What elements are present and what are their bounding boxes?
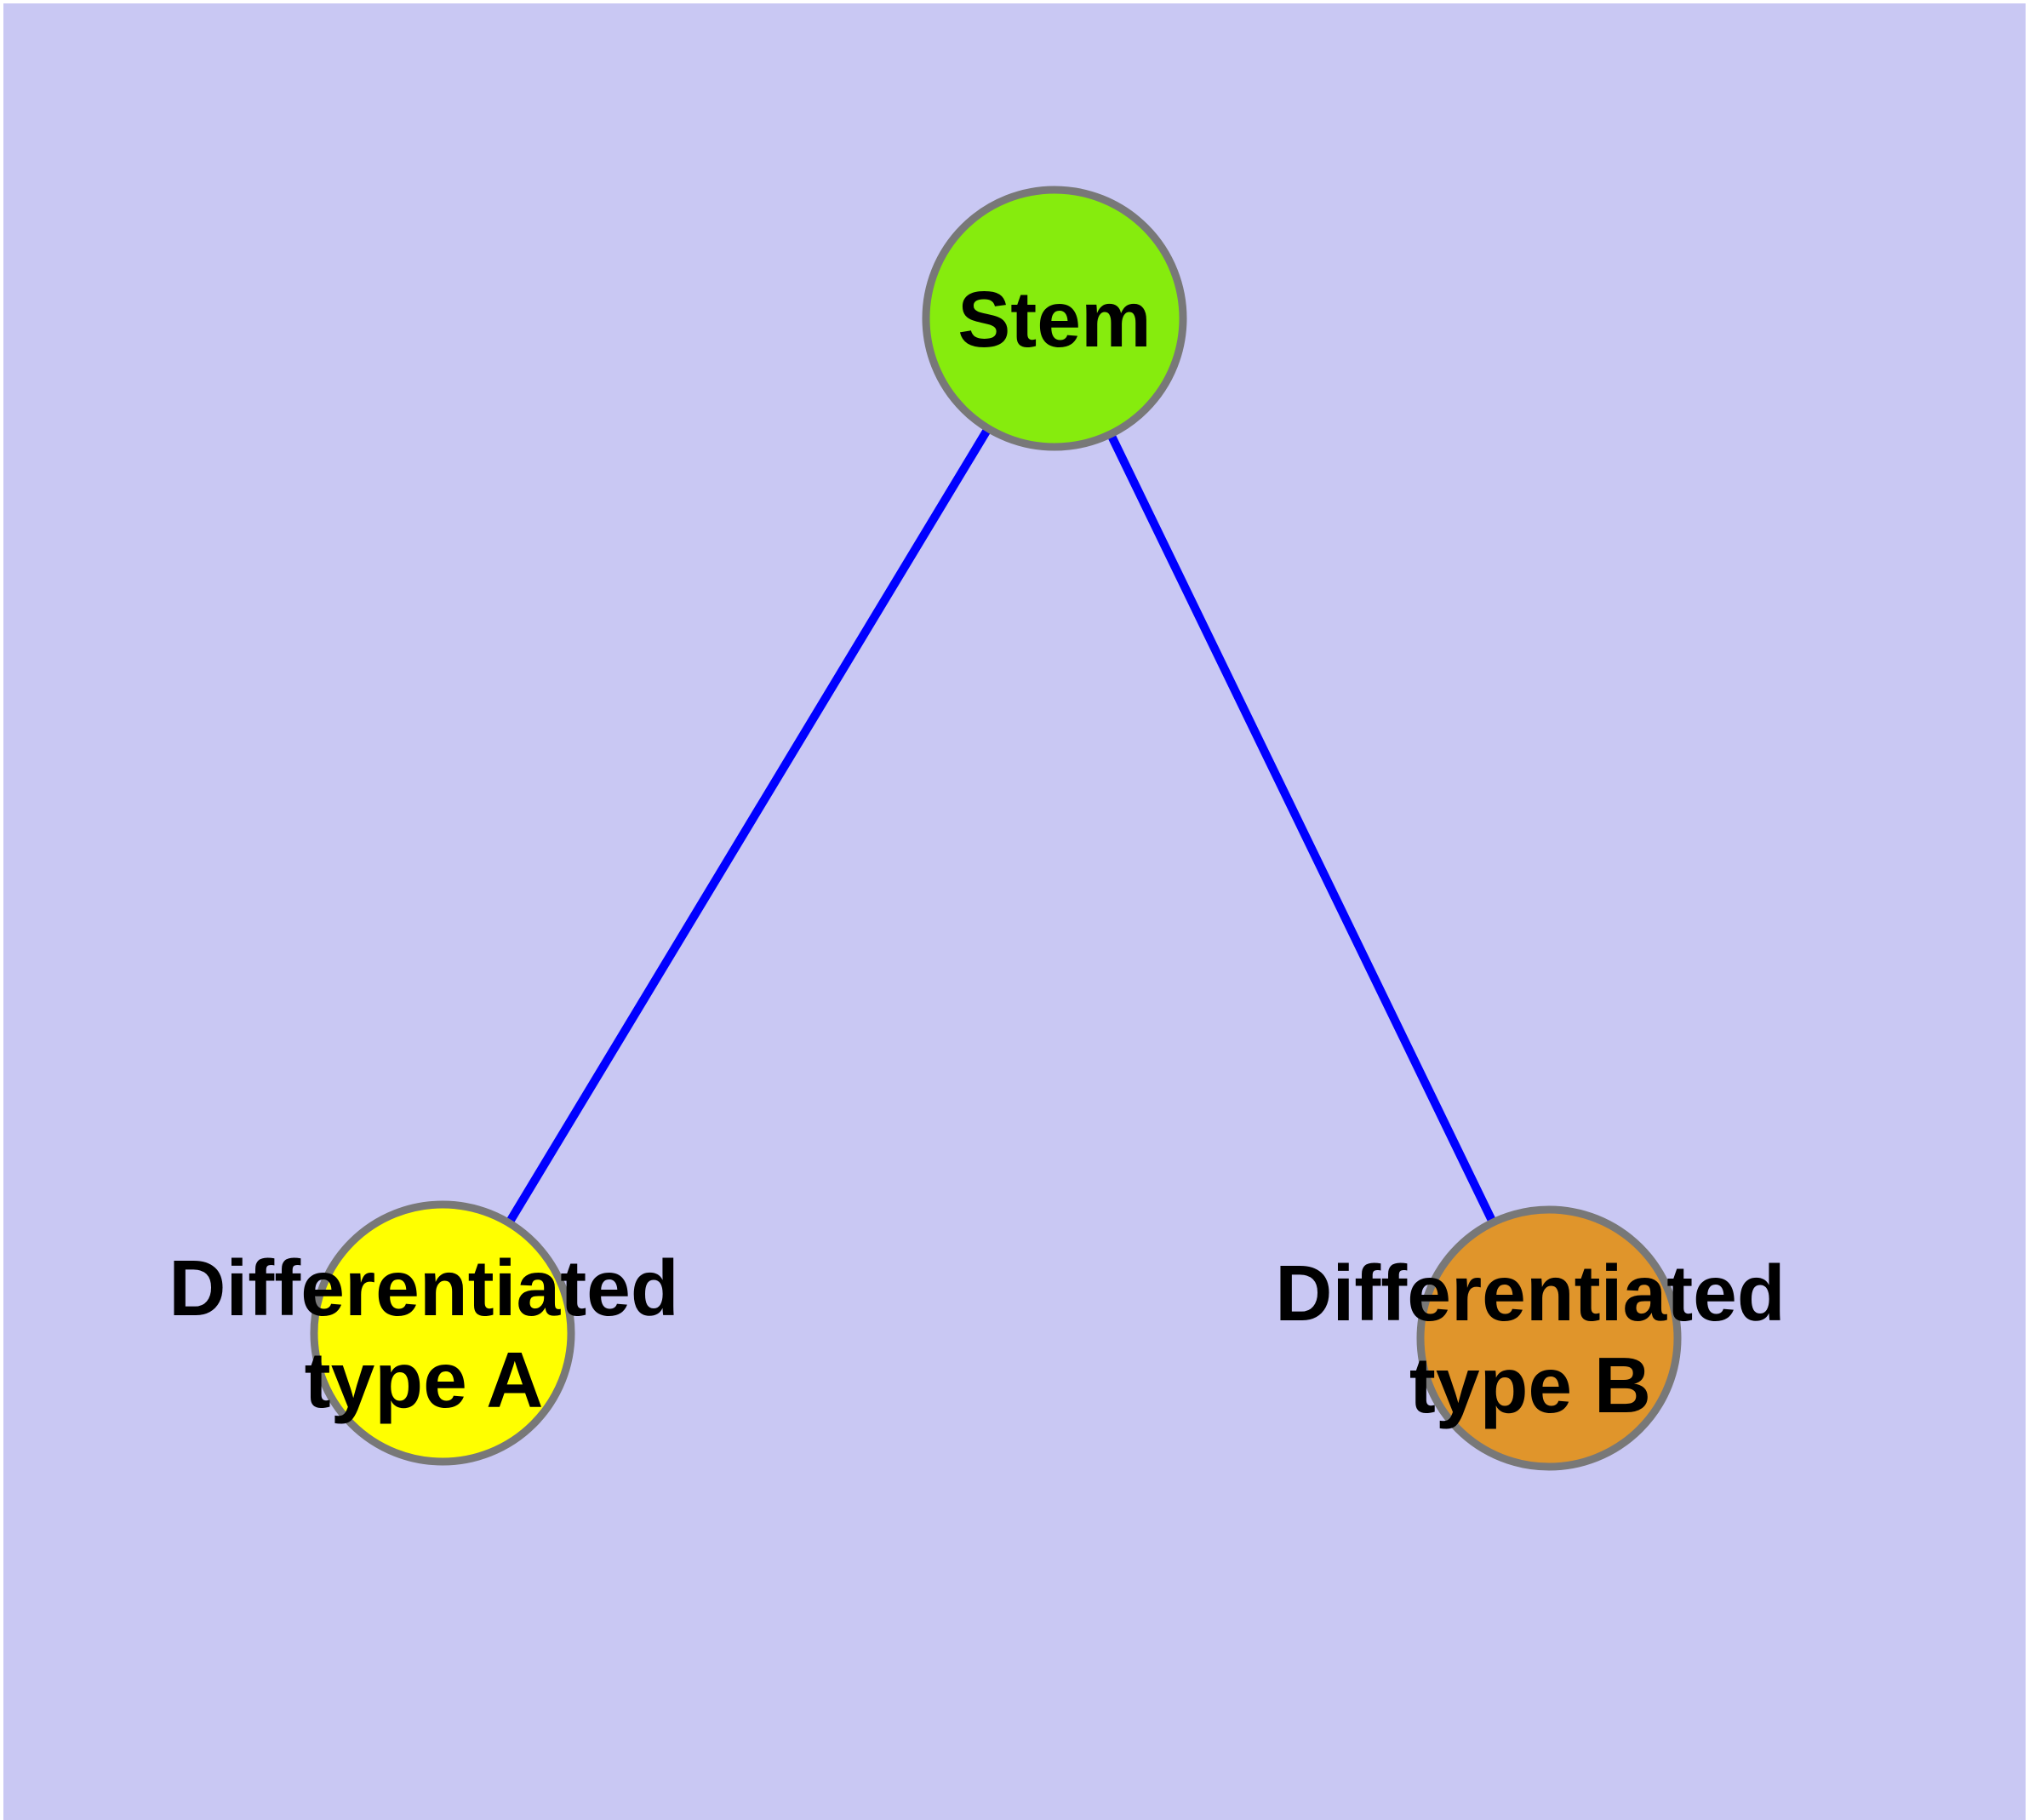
node-label-line: type B xyxy=(1409,1341,1651,1429)
node-label-line: Stem xyxy=(957,275,1151,363)
edge-stem-to-differentiated-type-b xyxy=(1050,316,1553,1341)
node-label-line: Differentiated xyxy=(169,1244,678,1332)
node-stem xyxy=(922,186,1187,451)
node-label-stem: Stem xyxy=(957,275,1151,363)
node-label-line: type A xyxy=(305,1336,544,1424)
node-label-line: Differentiated xyxy=(1275,1249,1785,1337)
node-differentiated-type-b xyxy=(1416,1205,1682,1471)
edge-stem-to-differentiated-type-a xyxy=(438,316,1059,1336)
node-differentiated-type-a xyxy=(310,1200,575,1466)
